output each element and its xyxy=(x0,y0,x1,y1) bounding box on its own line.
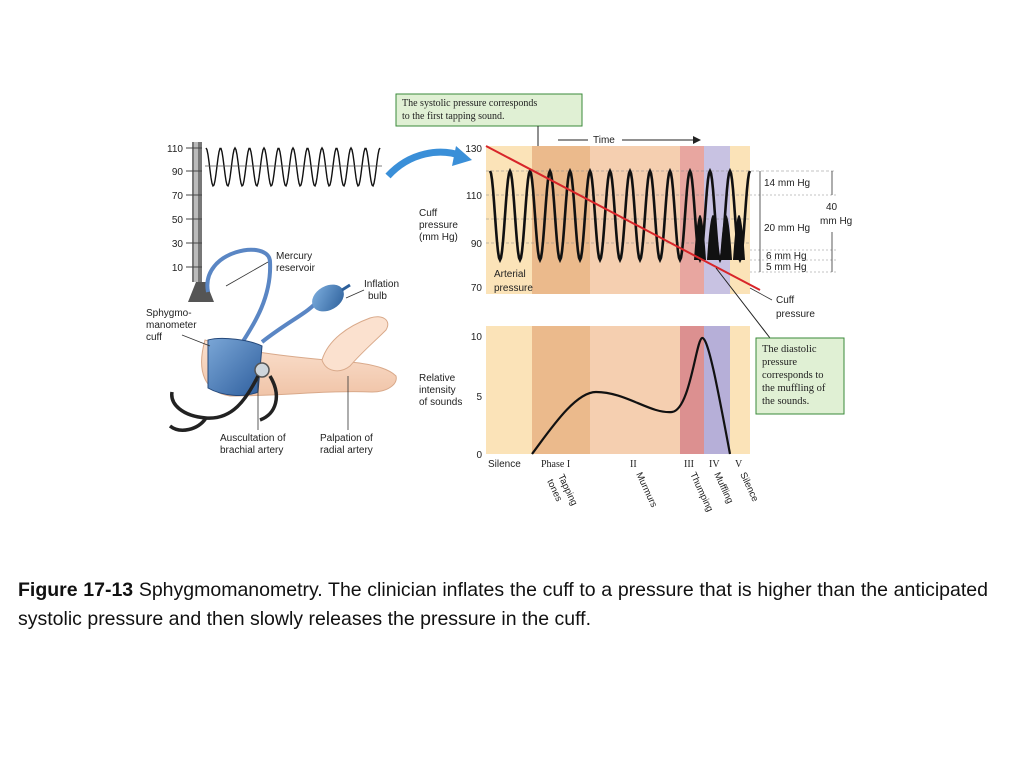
phase-label: IV xyxy=(709,459,720,470)
systolic-callout-text: to the first tapping sound. xyxy=(402,111,505,122)
tube xyxy=(260,298,320,344)
thumping-lobe xyxy=(733,215,745,260)
pressure-yticks: 130 110 90 70 xyxy=(465,144,482,294)
thumping-lobe xyxy=(694,215,706,260)
cuff-pressure-label: Cuff xyxy=(776,295,794,306)
intensity-ytick: 5 xyxy=(476,392,482,403)
phase-label: Silence xyxy=(488,459,521,470)
cuff-label: cuff xyxy=(146,332,162,343)
curved-arrow-icon xyxy=(385,148,464,179)
diastolic-callout-text: The diastolic xyxy=(762,344,817,355)
phase-labels: Silence Phase I II III IV V xyxy=(488,459,743,470)
diastolic-callout-text: corresponds to xyxy=(762,370,824,381)
sound-labels: Tapping tones Murmurs Thumping Muffling … xyxy=(544,471,760,514)
intensity-ylabel-line: intensity xyxy=(419,385,456,396)
measure-40-label: mm Hg xyxy=(820,216,852,227)
palpation-label: radial artery xyxy=(320,445,373,456)
palpation-label: Palpation of xyxy=(320,433,373,444)
intensity-ylabel-line: of sounds xyxy=(419,397,462,408)
pressure-panel: Time 130 110 90 70 Cuff pressure (mm Hg)… xyxy=(419,135,852,320)
sound-label: Muffling xyxy=(711,471,735,506)
diagram-svg: 110 90 70 50 30 10 Mercury reservoir Inf… xyxy=(146,93,852,514)
hand xyxy=(321,316,389,372)
pressure-ytick: 130 xyxy=(465,144,482,155)
measure-20-label: 20 mm Hg xyxy=(764,223,810,234)
scale-label: 30 xyxy=(172,239,184,250)
auscultation-label: brachial artery xyxy=(220,445,283,456)
pressure-ytick: 70 xyxy=(471,283,483,294)
stethoscope-tube xyxy=(168,375,260,432)
measure-6-label: 6 mm Hg xyxy=(766,251,807,262)
sound-label: Thumping xyxy=(687,471,715,514)
systolic-callout-text: The systolic pressure corresponds xyxy=(402,98,537,109)
mercury-reservoir-shape xyxy=(188,282,214,302)
pressure-ytick: 90 xyxy=(471,239,483,250)
measurement-brackets xyxy=(759,171,833,272)
caption-label: Figure 17-13 xyxy=(18,579,134,601)
figure-caption: Figure 17-13 Sphygmomanometry. The clini… xyxy=(18,576,988,634)
measure-5-label: 5 mm Hg xyxy=(766,262,807,273)
cuff-label: Sphygmo- xyxy=(146,308,192,319)
small-oscillation-trace xyxy=(205,146,381,188)
arterial-pressure-label: Arterial xyxy=(494,269,526,280)
pressure-ylabel: Cuff pressure (mm Hg) xyxy=(419,208,458,243)
thumping-fill xyxy=(694,215,745,260)
scale-label: 50 xyxy=(172,215,184,226)
phase-label: Phase I xyxy=(541,459,570,470)
intensity-ytick: 10 xyxy=(471,332,483,343)
phase-label: II xyxy=(630,459,637,470)
mercury-reservoir-label: Mercury xyxy=(276,251,312,262)
sound-label: Murmurs xyxy=(633,471,659,510)
intensity-panel: 10 5 0 Relative intensity of sounds Sile… xyxy=(419,326,760,514)
measure-40-label: 40 xyxy=(826,202,838,213)
measure-14-label: 14 mm Hg xyxy=(764,178,810,189)
intensity-ytick: 0 xyxy=(476,450,482,461)
auscultation-label: Auscultation of xyxy=(220,433,286,444)
thumping-lobe xyxy=(720,215,732,260)
systolic-callout: The systolic pressure corresponds to the… xyxy=(395,93,583,174)
scale-label: 10 xyxy=(172,263,184,274)
intensity-yticks: 10 5 0 xyxy=(471,332,483,461)
caption-text: Sphygmomanometry. The clinician inflates… xyxy=(18,579,988,630)
diastolic-callout-text: the muffling of xyxy=(762,383,826,394)
scale-label: 110 xyxy=(167,144,183,155)
phase-label: III xyxy=(684,459,694,470)
manometer-illustration: 110 90 70 50 30 10 Mercury reservoir Inf… xyxy=(146,142,399,456)
pressure-ylabel-line: Cuff xyxy=(419,208,437,219)
inflation-bulb-shape xyxy=(312,284,344,312)
scale-label: 90 xyxy=(172,167,184,178)
pressure-ytick: 110 xyxy=(466,191,482,202)
mercury-reservoir-label: reservoir xyxy=(276,263,316,274)
cuff-pressure-label: pressure xyxy=(776,309,815,320)
diastolic-callout-text: pressure xyxy=(762,357,797,368)
pressure-ylabel-line: (mm Hg) xyxy=(419,232,458,243)
time-label: Time xyxy=(593,135,615,146)
diastolic-callout-text: the sounds. xyxy=(762,396,809,407)
figure: 110 90 70 50 30 10 Mercury reservoir Inf… xyxy=(146,93,852,514)
manometer-scale: 110 90 70 50 30 10 xyxy=(167,144,183,274)
scale-label: 70 xyxy=(172,191,184,202)
inflation-bulb-label: bulb xyxy=(368,291,387,302)
arterial-pressure-label: pressure xyxy=(494,283,533,294)
cuff-pressure-line xyxy=(485,145,761,291)
pressure-ylabel-line: pressure xyxy=(419,220,458,231)
inflation-bulb-label: Inflation xyxy=(364,279,399,290)
thumping-lobe xyxy=(707,215,719,260)
intensity-ylabel-line: Relative xyxy=(419,373,456,384)
sound-label: Silence xyxy=(737,471,760,504)
intensity-ylabel: Relative intensity of sounds xyxy=(419,373,462,408)
tube xyxy=(205,247,273,348)
arterial-pressure-trace xyxy=(488,167,752,264)
cuff-label: manometer xyxy=(146,320,197,331)
phase-label: V xyxy=(735,459,743,470)
diastolic-callout: The diastolic pressure corresponds to th… xyxy=(715,267,845,415)
stethoscope-head xyxy=(254,362,270,378)
intensity-curve xyxy=(531,336,732,455)
